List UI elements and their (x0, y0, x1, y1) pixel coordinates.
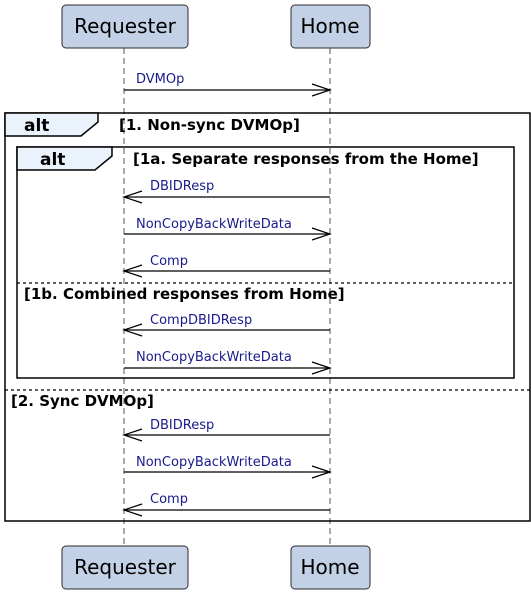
message-label: CompDBIDResp (150, 313, 252, 328)
outer-alt-frame: alt [1. Non-sync DVMOp] [2. Sync DVMOp] (4, 112, 531, 522)
message-label: Comp (150, 492, 188, 507)
inner-alt-keyword: alt (40, 150, 65, 170)
message-dvmop: DVMOp (124, 72, 332, 97)
home-participant-top: Home (290, 4, 371, 49)
message-label: DVMOp (136, 72, 184, 87)
message-noncopybackwritedata-3: NonCopyBackWriteData (124, 455, 332, 479)
outer-guard-2: [2. Sync DVMOp] (11, 392, 154, 410)
requester-label-bottom: Requester (74, 555, 177, 579)
requester-participant-bottom: Requester (61, 545, 189, 590)
home-label-bottom: Home (300, 555, 359, 579)
message-comp-2: Comp (122, 492, 330, 517)
message-dbidresp-2: DBIDResp (122, 418, 330, 442)
requester-participant-top: Requester (61, 4, 189, 49)
message-label: NonCopyBackWriteData (136, 350, 292, 365)
inner-alt-tab (16, 146, 113, 171)
message-label: Comp (150, 254, 188, 269)
outer-alt-tab (4, 112, 99, 137)
outer-alt-keyword: alt (24, 116, 49, 136)
message-label: DBIDResp (150, 418, 214, 433)
message-compdbidresp: CompDBIDResp (122, 313, 330, 337)
home-label-top: Home (300, 14, 359, 38)
message-noncopybackwritedata-2: NonCopyBackWriteData (124, 350, 332, 375)
home-participant-bottom: Home (290, 545, 371, 590)
outer-guard-1: [1. Non-sync DVMOp] (119, 116, 300, 134)
inner-guard-2: [1b. Combined responses from Home] (24, 285, 345, 303)
message-noncopybackwritedata-1: NonCopyBackWriteData (124, 217, 332, 241)
message-label: NonCopyBackWriteData (136, 455, 292, 470)
message-dbidresp-1: DBIDResp (122, 179, 330, 204)
requester-label-top: Requester (74, 14, 177, 38)
inner-guard-1: [1a. Separate responses from the Home] (133, 150, 479, 168)
message-comp-1: Comp (122, 254, 330, 278)
inner-alt-frame: alt [1a. Separate responses from the Hom… (16, 146, 515, 379)
message-label: DBIDResp (150, 179, 214, 194)
message-label: NonCopyBackWriteData (136, 217, 292, 232)
